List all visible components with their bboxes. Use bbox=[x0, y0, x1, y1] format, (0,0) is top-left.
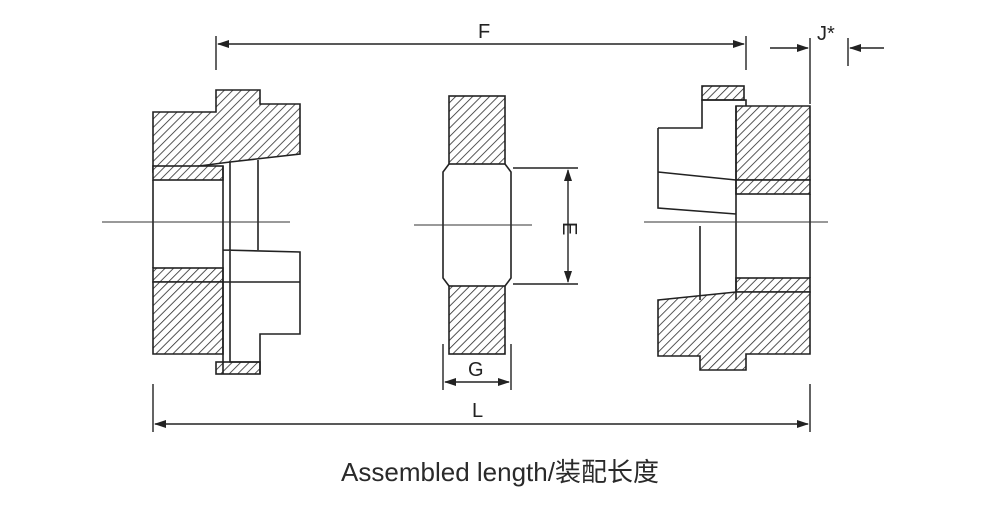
label-l: L bbox=[472, 400, 483, 422]
left-hub-upper-sleeve bbox=[152, 165, 224, 181]
label-j: J* bbox=[817, 23, 835, 45]
center-lines bbox=[102, 221, 828, 226]
right-hub-lower-body bbox=[657, 291, 811, 371]
right-hub-upper-body bbox=[735, 105, 811, 181]
left-hub bbox=[152, 89, 301, 375]
left-hub-lower-sleeve bbox=[152, 267, 224, 283]
label-e: E bbox=[558, 222, 580, 235]
right-hub bbox=[657, 85, 811, 371]
dimension-e bbox=[513, 167, 578, 285]
dimension-g bbox=[442, 344, 512, 390]
label-g: G bbox=[468, 359, 484, 381]
dimension-j bbox=[770, 38, 884, 104]
right-hub-upper-sleeve bbox=[735, 179, 811, 195]
spider-upper-body bbox=[448, 95, 506, 165]
spider-lower-body bbox=[448, 285, 506, 355]
left-hub-outline bbox=[152, 160, 301, 374]
right-hub-outline bbox=[657, 99, 811, 300]
label-f: F bbox=[478, 21, 490, 43]
dimension-l bbox=[152, 384, 811, 432]
dimension-f bbox=[215, 36, 747, 70]
right-hub-lower-sleeve bbox=[735, 277, 811, 293]
diagram-caption: Assembled length/装配长度 bbox=[341, 457, 659, 487]
left-hub-lower-body bbox=[152, 281, 224, 355]
left-hub-upper-body bbox=[152, 89, 301, 173]
middle-spider bbox=[442, 95, 512, 355]
right-hub-top-collar bbox=[701, 85, 745, 101]
